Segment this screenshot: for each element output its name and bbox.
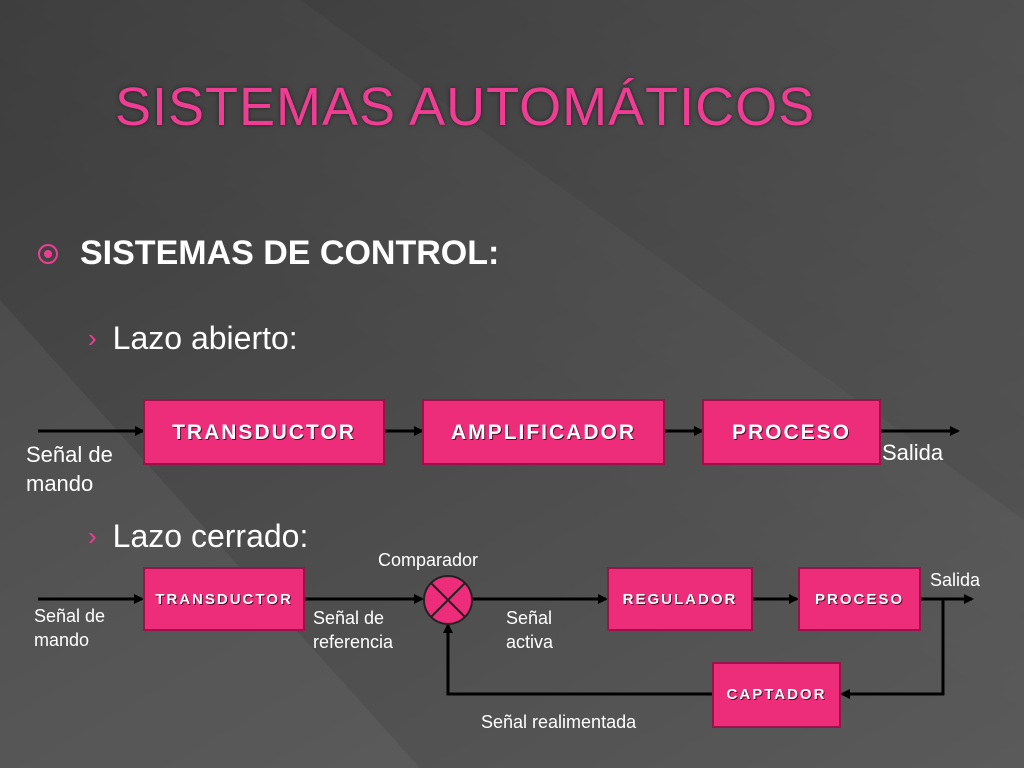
open-output-caption: Salida <box>882 440 944 465</box>
reference-caption-line2: referencia <box>313 632 394 652</box>
closed-block-regulador: REGULADOR <box>607 567 753 631</box>
closed-input-caption: Señal de mando <box>34 604 105 652</box>
slide-title: SISTEMAS AUTOMÁTICOS <box>115 77 816 137</box>
closed-block-captador-label: CAPTADOR <box>726 686 827 703</box>
chevron-right-icon: › <box>88 323 97 353</box>
active-caption-line2: activa <box>506 632 554 652</box>
closed-output-caption: Salida <box>930 570 981 590</box>
closed-block-transductor: TRANSDUCTOR <box>143 567 305 631</box>
open-block-amplificador: AMPLIFICADOR <box>422 399 665 465</box>
feedback-caption: Señal realimentada <box>481 712 637 732</box>
comparator-caption: Comparador <box>378 550 479 570</box>
open-block-transductor: TRANSDUCTOR <box>143 399 385 465</box>
main-bullet: SISTEMAS DE CONTROL: <box>38 234 499 273</box>
feedback-down-arrow <box>840 599 945 699</box>
open-input-caption-line1: Señal de <box>26 442 113 467</box>
open-input-caption: Señal de mando <box>26 440 113 498</box>
closed-input-caption-line2: mando <box>34 630 90 650</box>
closed-block-transductor-label: TRANSDUCTOR <box>155 591 293 608</box>
closed-input-caption-line1: Señal de <box>34 606 106 626</box>
open-block-proceso-label: PROCESO <box>731 421 852 444</box>
open-loop-label: Lazo abierto: <box>112 320 298 356</box>
closed-block-proceso-label: PROCESO <box>814 591 904 608</box>
feedback-return-arrow <box>443 623 712 696</box>
closed-loop-label: Lazo cerrado: <box>112 518 309 554</box>
main-bullet-text: SISTEMAS DE CONTROL: <box>80 234 500 272</box>
open-block-transductor-label: TRANSDUCTOR <box>172 421 356 444</box>
active-caption-line1: Señal <box>506 608 553 628</box>
target-bullet-icon <box>38 243 58 264</box>
reference-caption: Señal de referencia <box>313 606 393 654</box>
closed-block-captador: CAPTADOR <box>712 662 841 728</box>
open-loop-heading: › Lazo abierto: <box>88 320 298 357</box>
closed-loop-heading: › Lazo cerrado: <box>88 518 308 555</box>
chevron-right-icon: › <box>88 521 97 551</box>
open-block-amplificador-label: AMPLIFICADOR <box>451 421 636 444</box>
open-block-proceso: PROCESO <box>702 399 881 465</box>
closed-block-proceso: PROCESO <box>798 567 921 631</box>
reference-caption-line1: Señal de <box>313 608 385 628</box>
active-caption: Señal activa <box>506 606 553 654</box>
closed-block-regulador-label: REGULADOR <box>622 591 738 608</box>
open-input-caption-line2: mando <box>26 471 94 496</box>
comparator-icon <box>423 575 473 625</box>
